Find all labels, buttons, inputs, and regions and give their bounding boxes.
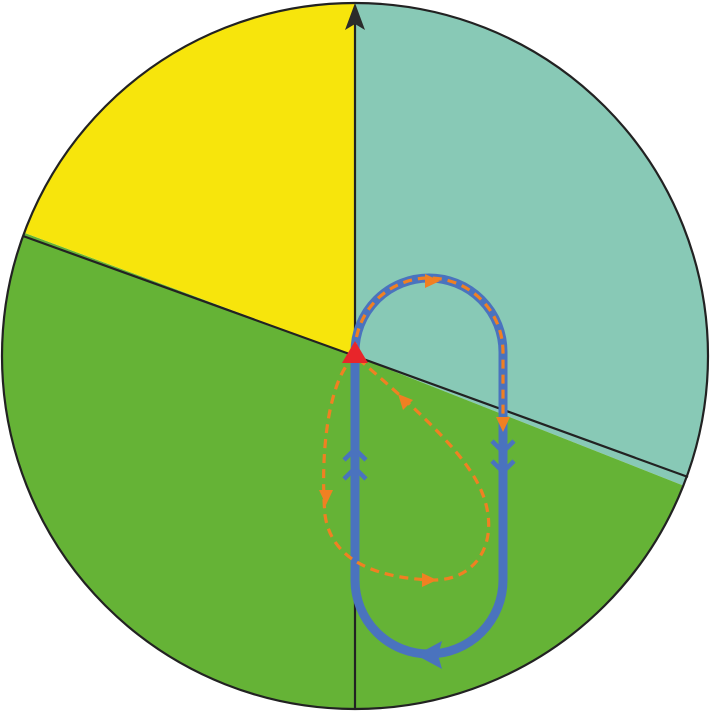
arrow-left-icon (416, 641, 442, 669)
arrow-right-icon (425, 274, 440, 288)
arrow-down-icon (319, 490, 333, 505)
origin-triangle-icon (342, 341, 368, 363)
chevron-up-icon (342, 445, 368, 462)
dashed-path-upper (353, 276, 505, 425)
divider-left (22, 234, 356, 358)
chevron-down-icon (490, 459, 516, 476)
chevron-down-icon (490, 439, 516, 456)
divider-right (354, 354, 689, 479)
arrow-right-icon (422, 573, 437, 587)
axis-arrowhead-icon (345, 3, 365, 30)
dashed-path (319, 274, 510, 587)
arrow-down-icon (496, 417, 510, 432)
chevron-up-icon (342, 464, 368, 481)
arrow-up-left-icon (398, 394, 413, 410)
